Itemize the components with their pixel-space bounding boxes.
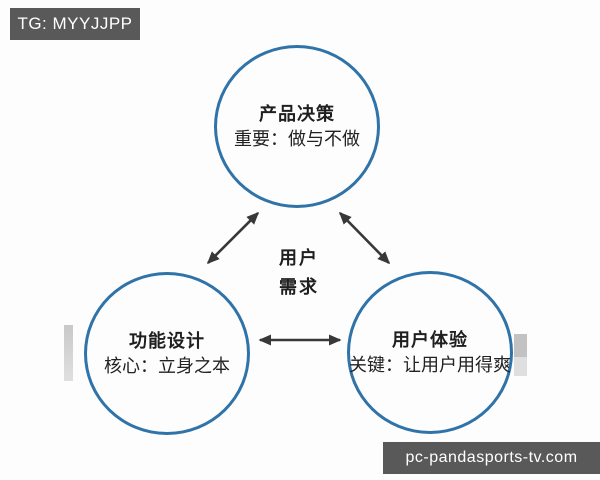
node-subtitle-user-experience: 关键：让用户用得爽 (349, 355, 511, 375)
node-title-user-experience: 用户体验 (392, 330, 468, 350)
node-product-decision: 产品决策 重要：做与不做 (214, 45, 380, 208)
watermark-text-top: TG: MYYJJPP (17, 14, 133, 33)
arrow-product-to-function (206, 211, 260, 265)
arrow-product-to-experience (338, 211, 391, 265)
node-title-function-design: 功能设计 (129, 331, 205, 351)
center-label-user-needs: 用户 需求 (249, 244, 349, 302)
watermark-badge-bottom-right: pc-pandasports-tv.com (383, 442, 600, 474)
center-label-line1: 用户 (279, 248, 319, 268)
node-subtitle-product-decision: 重要：做与不做 (234, 129, 360, 149)
node-user-experience: 用户体验 关键：让用户用得爽 (347, 271, 513, 434)
node-subtitle-function-design: 核心：立身之本 (104, 356, 230, 376)
center-label-line2: 需求 (279, 277, 319, 297)
watermark-text-bottom: pc-pandasports-tv.com (405, 449, 578, 466)
node-title-product-decision: 产品决策 (259, 104, 335, 124)
watermark-badge-top-left: TG: MYYJJPP (10, 8, 140, 40)
node-function-design: 功能设计 核心：立身之本 (84, 272, 250, 435)
